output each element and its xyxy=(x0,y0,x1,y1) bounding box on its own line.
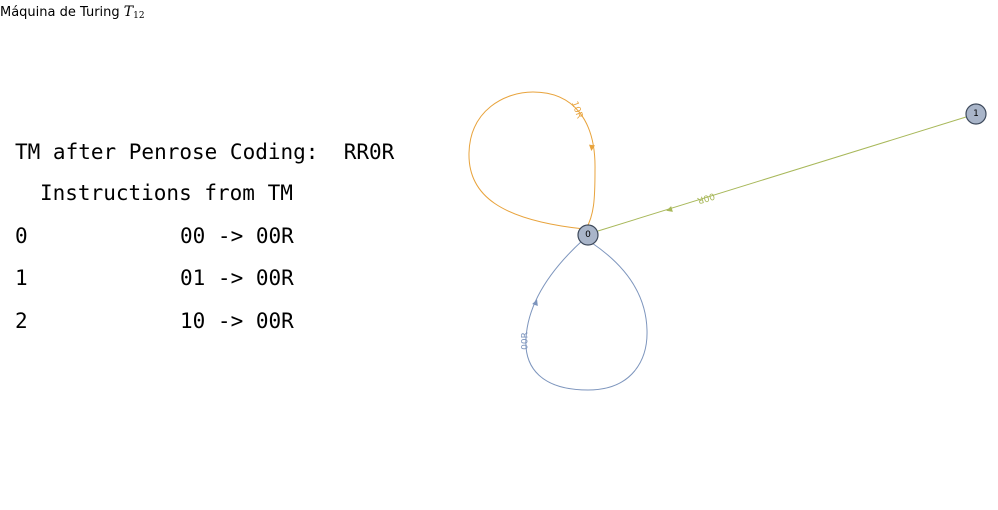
edge-arrowhead xyxy=(666,206,673,212)
instruction-index: 0 xyxy=(15,224,28,248)
node-0[interactable]: 0 xyxy=(577,224,599,246)
node-1[interactable]: 1 xyxy=(965,103,987,125)
instruction-index: 2 xyxy=(15,309,28,333)
instruction-rule: 00 -> 00R xyxy=(180,224,294,248)
node-circle xyxy=(965,103,987,125)
coding-value: RR0R xyxy=(343,140,395,164)
edge-label-straight: 00R xyxy=(696,190,716,205)
title-math-sub: 12 xyxy=(133,11,145,21)
coding-label: TM after Penrose Coding: xyxy=(15,140,319,164)
edge-self-loop-lower xyxy=(525,239,648,391)
instruction-rule: 10 -> 00R xyxy=(180,309,294,333)
title-math: T12 xyxy=(123,4,145,21)
edge-node1-to-node0 xyxy=(597,116,967,232)
edge-arrowhead xyxy=(532,299,538,307)
edge-self-loop-upper xyxy=(468,91,596,230)
edge-arrowhead xyxy=(589,144,595,151)
instruction-rule: 01 -> 00R xyxy=(180,266,294,290)
instruction-index: 1 xyxy=(15,266,28,290)
title-prefix: Máquina de Turing xyxy=(0,5,124,20)
coding-line: TM after Penrose Coding: RR0R xyxy=(15,139,394,165)
edge-label-lower-loop: 00R xyxy=(521,332,531,350)
node-circle xyxy=(577,224,599,246)
edge-label-upper-loop: 10R xyxy=(569,100,584,120)
instructions-heading: Instructions from TM xyxy=(40,181,293,205)
node-label: 0 xyxy=(585,230,591,240)
node-label: 1 xyxy=(973,109,979,119)
title-math-base: T xyxy=(123,4,134,20)
page-title: Máquina de Turing T12 xyxy=(0,4,145,24)
